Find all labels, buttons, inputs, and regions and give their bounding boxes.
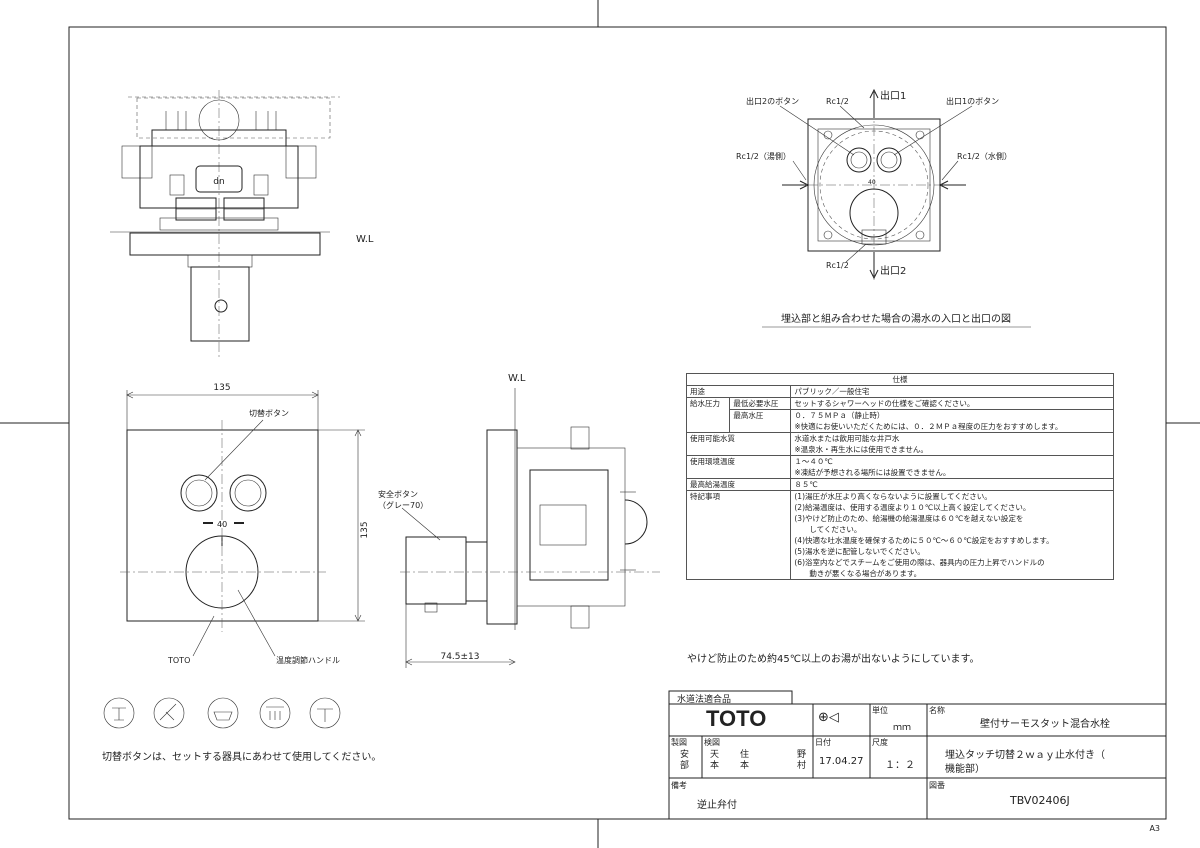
- date-value: 17.04.27: [819, 756, 864, 767]
- note-label: 備考: [671, 781, 687, 790]
- label-safety-button: 安全ボタン: [378, 489, 418, 499]
- brand-logo: TOTO: [706, 706, 767, 731]
- drawing-no-value: TBV02406J: [1010, 794, 1070, 807]
- spec-value-line: ※温泉水・再生水には使用できません。: [794, 445, 928, 454]
- spec-row: 最高水圧 ０．７５ＭＰａ（静止時） ※快適にお使いいただくためには、０．２ＭＰａ程…: [687, 409, 1114, 433]
- name-value: 壁付サーモスタット混合水栓: [980, 719, 1110, 730]
- spec-key: 給水圧力: [685, 397, 731, 433]
- spec-row: 給水圧力 最低必要水圧 セットするシャワーヘッドの仕様をご確認ください。: [685, 397, 1114, 433]
- made-label: 製図: [671, 738, 687, 747]
- spec-title: 仕様: [686, 373, 1114, 386]
- scald-note: やけど防止のため約45℃以上のお湯が出ないようにしています。: [687, 652, 979, 665]
- spec-row: 最高給湯温度 ８５℃: [685, 478, 1114, 491]
- projection-icon: ⊕◁: [818, 710, 839, 725]
- spec-key: 用途: [685, 385, 792, 398]
- label-safety-button-color: （グレー70）: [378, 500, 428, 510]
- name-value-3: 機能部）: [945, 764, 985, 775]
- spec-value-line: ０．７５ＭＰａ（静止時）: [794, 411, 885, 420]
- front-panel-view: [120, 390, 365, 657]
- spec-value-line: １～４０℃: [794, 457, 833, 466]
- spec-key: 特記事項: [685, 490, 792, 580]
- spec-value: (1)湯圧が水圧より高くならないように設置してください。 (2)給湯温度は、使用…: [790, 490, 1114, 580]
- wl-label-top: W.L: [356, 234, 374, 245]
- dim-height: 135: [360, 521, 370, 538]
- spec-key: 使用可能水質: [685, 432, 792, 456]
- spec-value: ０．７５ＭＰａ（静止時） ※快適にお使いいただくためには、０．２ＭＰａ程度の圧力を…: [790, 409, 1114, 433]
- spec-row: 使用可能水質 水道水または飲用可能な井戸水 ※温泉水・再生水には使用できません。: [685, 432, 1114, 456]
- dim-width: 135: [213, 383, 230, 393]
- label-temp-handle: 温度調節ハンドル: [276, 655, 340, 665]
- spec-value-line: してください。: [794, 525, 862, 534]
- spec-row: 用途 パブリック／一般住宅: [685, 385, 1114, 398]
- spec-row: 使用環境温度 １～４０℃ ※凍結が予想される場所には設置できません。: [685, 455, 1114, 479]
- usage-icons: [103, 697, 341, 729]
- switch-note: 切替ボタンは、セットする器具にあわせて使用してください。: [102, 750, 381, 763]
- spec-row: 特記事項 (1)湯圧が水圧より高くならないように設置してください。 (2)給湯温…: [685, 490, 1114, 580]
- date-label: 日付: [815, 738, 831, 747]
- faucet-icon: [309, 697, 341, 729]
- drawing-no-label: 図番: [929, 781, 945, 790]
- label-rc-top: Rc1/2: [826, 97, 849, 106]
- spec-value-line: (1)湯圧が水圧より高くならないように設置してください。: [794, 492, 992, 501]
- spec-value-line: (6)浴室内などでスチームをご使用の際は、器具内の圧力上昇でハンドルの: [794, 558, 1045, 567]
- spec-value-line: ※快適にお使いいただくためには、０．２ＭＰａ程度の圧力をおすすめします。: [794, 422, 1063, 431]
- spec-value: セットするシャワーヘッドの仕様をご確認ください。: [790, 397, 1114, 410]
- bath-icon: [207, 697, 239, 729]
- overhead-shower-icon: [259, 697, 291, 729]
- unit-label: 単位: [872, 706, 888, 715]
- spec-table: 仕様 用途 パブリック／一般住宅 給水圧力 最低必要水圧 セットするシャワーヘッ…: [685, 373, 1114, 580]
- spec-value-line: (3)やけど防止のため、給湯機の給湯温度は６０℃を越えない設定を: [794, 514, 1024, 523]
- scale-label: 尺度: [872, 738, 888, 747]
- flow-diagram: [779, 88, 973, 280]
- spec-subkey: 最低必要水圧: [729, 397, 792, 410]
- spec-value: パブリック／一般住宅: [790, 385, 1114, 398]
- label-switch-button: 切替ボタン: [249, 408, 289, 418]
- spec-value-line: ※凍結が予想される場所には設置できません。: [794, 468, 951, 477]
- label-rc-cold: Rc1/2（水側）: [957, 151, 1012, 161]
- label-rc-hot: Rc1/2（湯側）: [736, 151, 791, 161]
- check-label: 検図: [704, 738, 720, 747]
- spec-value: １～４０℃ ※凍結が予想される場所には設置できません。: [790, 455, 1114, 479]
- label-btn-outlet1: 出口1のボタン: [946, 96, 999, 106]
- wl-label-side: W.L: [508, 373, 526, 384]
- check-value-1: 天本: [710, 750, 720, 771]
- label-toto-mark: TOTO: [167, 656, 190, 665]
- sheet-size: A3: [1149, 824, 1160, 833]
- dim-depth: 74.5±13: [440, 652, 479, 662]
- label-btn-outlet2: 出口2のボタン: [746, 96, 799, 106]
- spec-value: ８５℃: [790, 478, 1114, 491]
- spec-value-line: 水道水または飲用可能な井戸水: [794, 434, 900, 443]
- hand-shower-icon: [153, 697, 185, 729]
- check-value-3: 野村: [797, 750, 807, 771]
- spec-key: 最高給湯温度: [685, 478, 792, 491]
- label-outlet1: 出口1: [880, 89, 906, 102]
- note-value: 逆止弁付: [697, 800, 737, 811]
- spec-value-line: (5)湯水を逆に配管しないでください。: [794, 547, 925, 556]
- spec-key: 使用環境温度: [685, 455, 792, 479]
- name-label: 名称: [929, 706, 945, 715]
- check-value-2: 住本: [740, 750, 750, 771]
- body-logo-text: dn: [213, 177, 224, 187]
- flow-diagram-caption: 埋込部と組み合わせた場合の湯水の入口と出口の図: [781, 312, 1011, 325]
- label-outlet2: 出口2: [880, 264, 906, 277]
- spec-value-line: 動きが悪くなる場合があります。: [794, 569, 922, 578]
- shower-icon: [103, 697, 135, 729]
- front-temp-mark: 40: [217, 520, 227, 529]
- spec-value-line: (2)給湯温度は、使用する温度より１０℃以上高く設定してください。: [794, 503, 1031, 512]
- spec-value-line: (4)快適な吐水温度を確保するために５０℃～６０℃設定をおすすめします。: [794, 536, 1054, 545]
- unit-value: ｍｍ: [893, 723, 912, 733]
- spec-subkey: 最高水圧: [729, 409, 792, 433]
- spec-value: 水道水または飲用可能な井戸水 ※温泉水・再生水には使用できません。: [790, 432, 1114, 456]
- flow-temp-mark: 40: [868, 179, 876, 186]
- name-value-2: 埋込タッチ切替２ｗａｙ止水付き（: [945, 750, 1105, 761]
- side-view: [400, 388, 660, 668]
- label-rc-bottom: Rc1/2: [826, 261, 849, 270]
- body-front-view: dn: [110, 90, 340, 360]
- title-block-lines: [668, 690, 1166, 819]
- scale-value: １：２: [885, 760, 915, 771]
- made-value: 安部: [680, 750, 690, 771]
- approval-label: 水道法適合品: [677, 695, 732, 705]
